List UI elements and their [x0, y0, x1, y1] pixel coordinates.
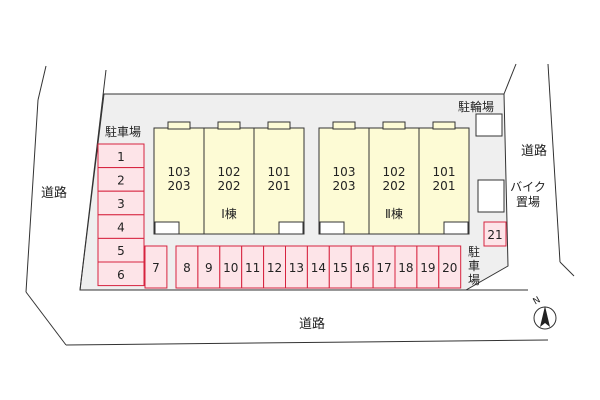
unit-number-lower: 201 — [433, 179, 456, 193]
parking-space — [97, 261, 145, 287]
unit-notch — [332, 121, 356, 130]
parking-space — [438, 245, 462, 289]
parking-space-number: 13 — [289, 261, 304, 275]
parking-space-number: 2 — [117, 173, 125, 187]
unit-number-upper: 103 — [333, 165, 356, 179]
bike-parking-label-line2: 置場 — [516, 195, 540, 209]
building-name: Ⅱ棟 — [385, 206, 403, 221]
road-edge-right-outer-2 — [559, 261, 575, 277]
unit-notch — [432, 121, 456, 130]
road-edge-right-outer — [547, 63, 561, 263]
unit-number-lower: 202 — [218, 179, 241, 193]
unit-number-upper: 102 — [383, 165, 406, 179]
road-label-bottom: 道路 — [299, 316, 325, 332]
parking-space-number: 4 — [117, 221, 125, 235]
parking-space-number: 3 — [117, 197, 125, 211]
compass: N — [532, 295, 557, 330]
unit-notch — [267, 121, 291, 130]
road-edge-right-inner — [503, 63, 517, 95]
unit-number-upper: 101 — [268, 165, 291, 179]
unit-number-lower: 201 — [268, 179, 291, 193]
parking-space-number: 21 — [487, 228, 502, 242]
parking-label-right-1: 駐 — [468, 244, 480, 259]
road-edge-bottom-outer — [25, 291, 67, 346]
bike-parking-label-line1: バイク — [510, 180, 546, 194]
parking-space-number: 17 — [376, 261, 391, 275]
road-label-left: 道路 — [41, 185, 67, 201]
unit-number-lower: 202 — [383, 179, 406, 193]
parking-space-number: 18 — [398, 261, 413, 275]
entry-box — [319, 221, 345, 235]
building-1 — [153, 127, 305, 235]
entry-box — [278, 221, 304, 235]
unit-number-upper: 102 — [218, 165, 241, 179]
parking-space-number: 19 — [420, 261, 435, 275]
road-edge-left-inner — [79, 69, 107, 291]
building-name: Ⅰ棟 — [221, 206, 237, 221]
unit-notch — [217, 121, 241, 130]
parking-space-number: 8 — [183, 261, 191, 275]
bicycle-parking-label: 駐輪場 — [458, 99, 494, 114]
unit-notch — [167, 121, 191, 130]
unit-number-upper: 103 — [168, 165, 191, 179]
parking-space-number: 15 — [333, 261, 348, 275]
parking-space-number: 10 — [223, 261, 238, 275]
parking-space-number: 16 — [355, 261, 370, 275]
parking-space-number: 11 — [245, 261, 260, 275]
parking-space-number: 12 — [267, 261, 282, 275]
bicycle-parking-area — [475, 113, 503, 137]
road-edge-bottom-outer-2 — [65, 339, 549, 346]
building-2 — [318, 127, 470, 235]
parking-space — [144, 245, 168, 289]
parking-space-number: 5 — [117, 244, 125, 258]
entry-box — [154, 221, 180, 235]
parking-space-number: 9 — [205, 261, 213, 275]
road-edge-left-outer — [37, 65, 47, 101]
parking-label-top: 駐車場 — [105, 124, 141, 139]
parking-space — [483, 221, 507, 247]
parking-label-right-2: 車 — [468, 259, 480, 273]
compass-arrow-icon — [540, 306, 550, 327]
road-label-top-right: 道路 — [521, 143, 547, 159]
compass-north-label: N — [532, 295, 543, 307]
parking-space-number: 20 — [442, 261, 457, 275]
unit-number-lower: 203 — [168, 179, 191, 193]
parking-space-number: 6 — [117, 268, 125, 282]
entry-box — [443, 221, 469, 235]
unit-number-lower: 203 — [333, 179, 356, 193]
parking-label-right-3: 場 — [468, 273, 480, 287]
bike-parking-area — [477, 179, 505, 213]
parking-space-number: 7 — [152, 261, 160, 275]
unit-number-upper: 101 — [433, 165, 456, 179]
parking-space-number: 1 — [117, 150, 125, 164]
parking-space-number: 14 — [311, 261, 326, 275]
unit-notch — [382, 121, 406, 130]
road-edge-left-outer-2 — [25, 99, 39, 293]
